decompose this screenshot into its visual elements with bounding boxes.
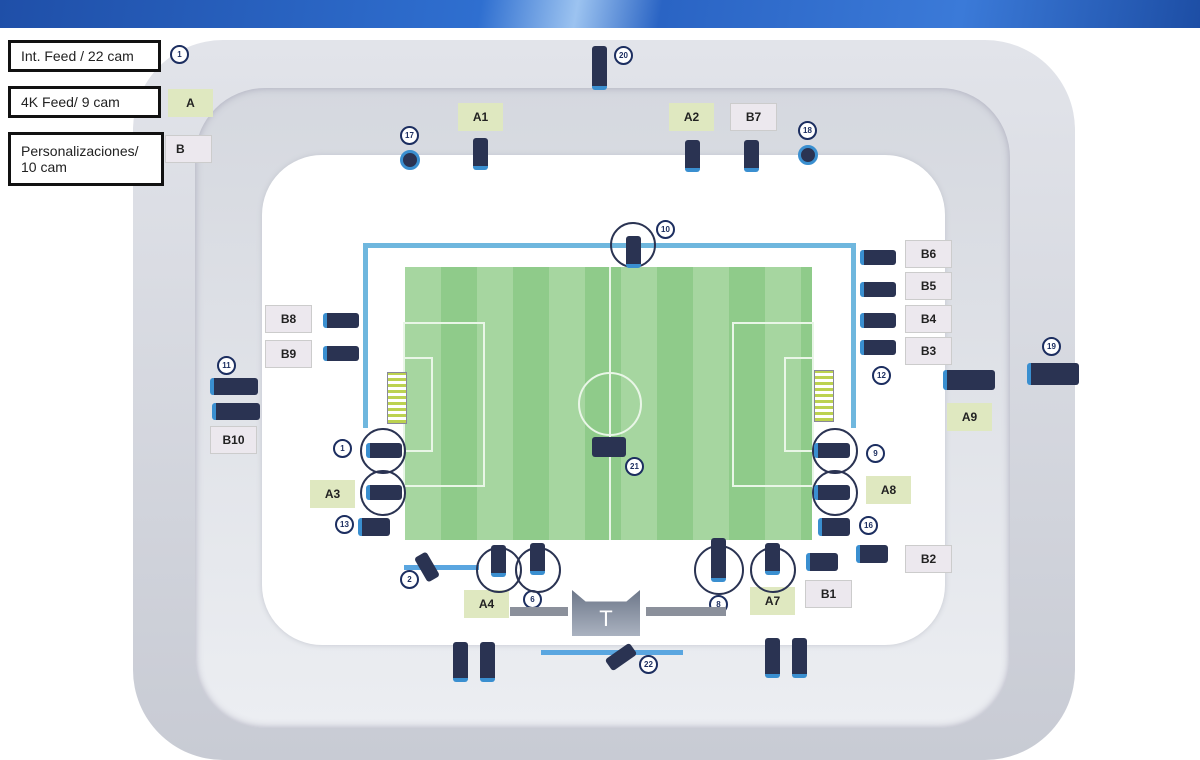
- camera-icon: [860, 250, 896, 265]
- camera-icon: [711, 538, 726, 582]
- zone-b3: B3: [905, 337, 952, 365]
- camera-icon: [592, 437, 626, 457]
- zone-b6: B6: [905, 240, 952, 268]
- legend-marker-b: B: [165, 135, 212, 163]
- camera-icon: [860, 340, 896, 355]
- zone-b1: B1: [805, 580, 852, 608]
- goal-left: [387, 372, 407, 424]
- goal-box-right: [784, 357, 814, 452]
- camera-icon: [323, 346, 359, 361]
- zone-a7: A7: [750, 587, 795, 615]
- camera-icon: [491, 545, 506, 577]
- camera-icon: [798, 145, 818, 165]
- legend-label: Personalizaciones/ 10 cam: [21, 143, 139, 175]
- camera-icon: [592, 46, 607, 90]
- zone-a4: A4: [464, 590, 509, 618]
- camera-mount-ring: [812, 470, 858, 516]
- camera-number-21: 21: [625, 457, 644, 476]
- camera-icon: [1027, 363, 1079, 385]
- pitch-side-bar: [646, 607, 726, 616]
- camera-icon: [212, 403, 260, 420]
- zone-a8: A8: [866, 476, 911, 504]
- camera-icon: [860, 313, 896, 328]
- zone-b2: B2: [905, 545, 952, 573]
- camera-number-19: 19: [1042, 337, 1061, 356]
- camera-icon: [473, 138, 488, 170]
- pitch-boundary-line: [363, 243, 856, 428]
- pitch-side-bar: [510, 607, 568, 616]
- football-pitch: [403, 266, 814, 541]
- zone-a2: A2: [669, 103, 714, 131]
- camera-number-13: 13: [335, 515, 354, 534]
- camera-number-11: 11: [217, 356, 236, 375]
- legend-int-feed: Int. Feed / 22 cam: [8, 40, 161, 72]
- zone-b9: B9: [265, 340, 312, 368]
- camera-icon: [856, 545, 888, 563]
- goal-right: [814, 370, 834, 422]
- camera-icon: [685, 140, 700, 172]
- camera-number-12: 12: [872, 366, 891, 385]
- camera-icon: [366, 485, 402, 500]
- legend-label: 4K Feed/ 9 cam: [21, 94, 120, 110]
- camera-number-18: 18: [798, 121, 817, 140]
- zone-a9: A9: [947, 403, 992, 431]
- camera-icon: [480, 642, 495, 682]
- camera-number-9: 9: [866, 444, 885, 463]
- camera-icon: [943, 370, 995, 390]
- camera-number-1: 1: [333, 439, 352, 458]
- zone-b8: B8: [265, 305, 312, 333]
- camera-rail: [404, 565, 479, 570]
- camera-mount-ring: [360, 470, 406, 516]
- camera-icon: [210, 378, 258, 395]
- zone-b5: B5: [905, 272, 952, 300]
- legend-4k-feed: 4K Feed/ 9 cam: [8, 86, 161, 118]
- camera-icon: [818, 518, 850, 536]
- camera-number-2: 2: [400, 570, 419, 589]
- legend-label: Int. Feed / 22 cam: [21, 48, 134, 64]
- camera-icon: [814, 443, 850, 458]
- center-circle: [578, 372, 642, 436]
- camera-icon: [530, 543, 545, 575]
- zone-b7: B7: [730, 103, 777, 131]
- camera-icon: [323, 313, 359, 328]
- legend-marker-a: A: [168, 89, 213, 117]
- camera-icon: [792, 638, 807, 678]
- camera-number-16: 16: [859, 516, 878, 535]
- zone-a1: A1: [458, 103, 503, 131]
- camera-number-22: 22: [639, 655, 658, 674]
- camera-icon: [765, 543, 780, 575]
- camera-icon: [366, 443, 402, 458]
- camera-icon: [806, 553, 838, 571]
- tunnel-label: T: [599, 606, 613, 631]
- camera-icon: [626, 236, 641, 268]
- goal-box-left: [403, 357, 433, 452]
- camera-number-10: 10: [656, 220, 675, 239]
- camera-number-17: 17: [400, 126, 419, 145]
- camera-rail: [541, 650, 683, 655]
- legend-personalizaciones: Personalizaciones/ 10 cam: [8, 132, 164, 186]
- camera-icon: [744, 140, 759, 172]
- zone-b10: B10: [210, 426, 257, 454]
- camera-icon: [765, 638, 780, 678]
- header-banner: [0, 0, 1200, 28]
- zone-b4: B4: [905, 305, 952, 333]
- camera-icon: [814, 485, 850, 500]
- camera-number-20: 20: [614, 46, 633, 65]
- camera-icon: [860, 282, 896, 297]
- camera-icon: [400, 150, 420, 170]
- camera-icon: [358, 518, 390, 536]
- camera-icon: [453, 642, 468, 682]
- legend-marker-int: 1: [170, 45, 189, 64]
- zone-a3: A3: [310, 480, 355, 508]
